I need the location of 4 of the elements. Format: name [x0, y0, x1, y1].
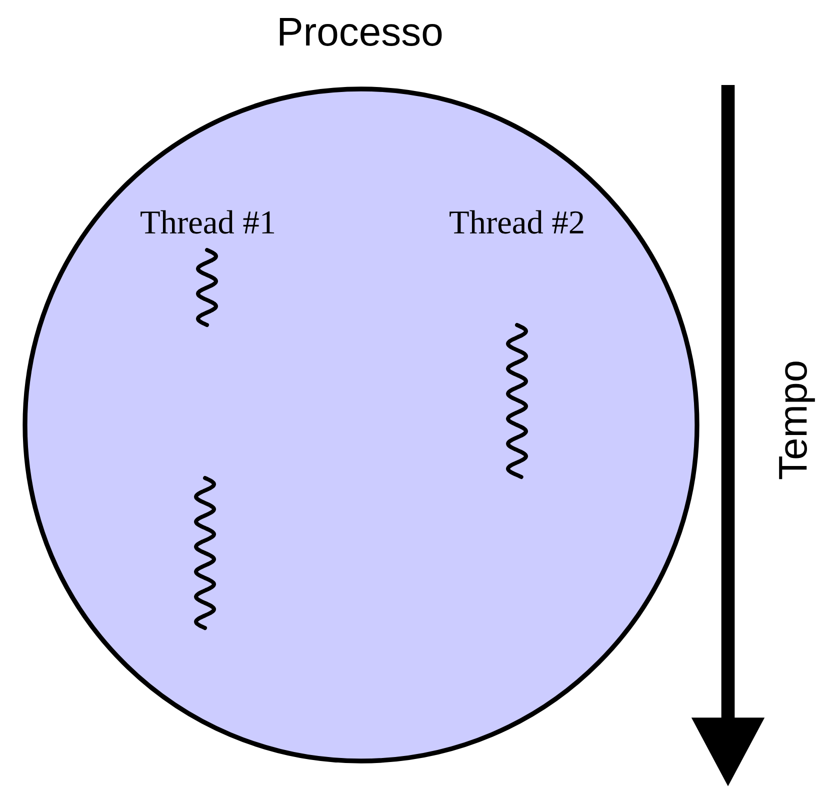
node-label: Processo [280, 18, 442, 46]
thread-label: Thread #1 [140, 210, 274, 234]
axis-label: Tempo [779, 362, 815, 480]
thread-label: Thread #2 [450, 210, 584, 234]
